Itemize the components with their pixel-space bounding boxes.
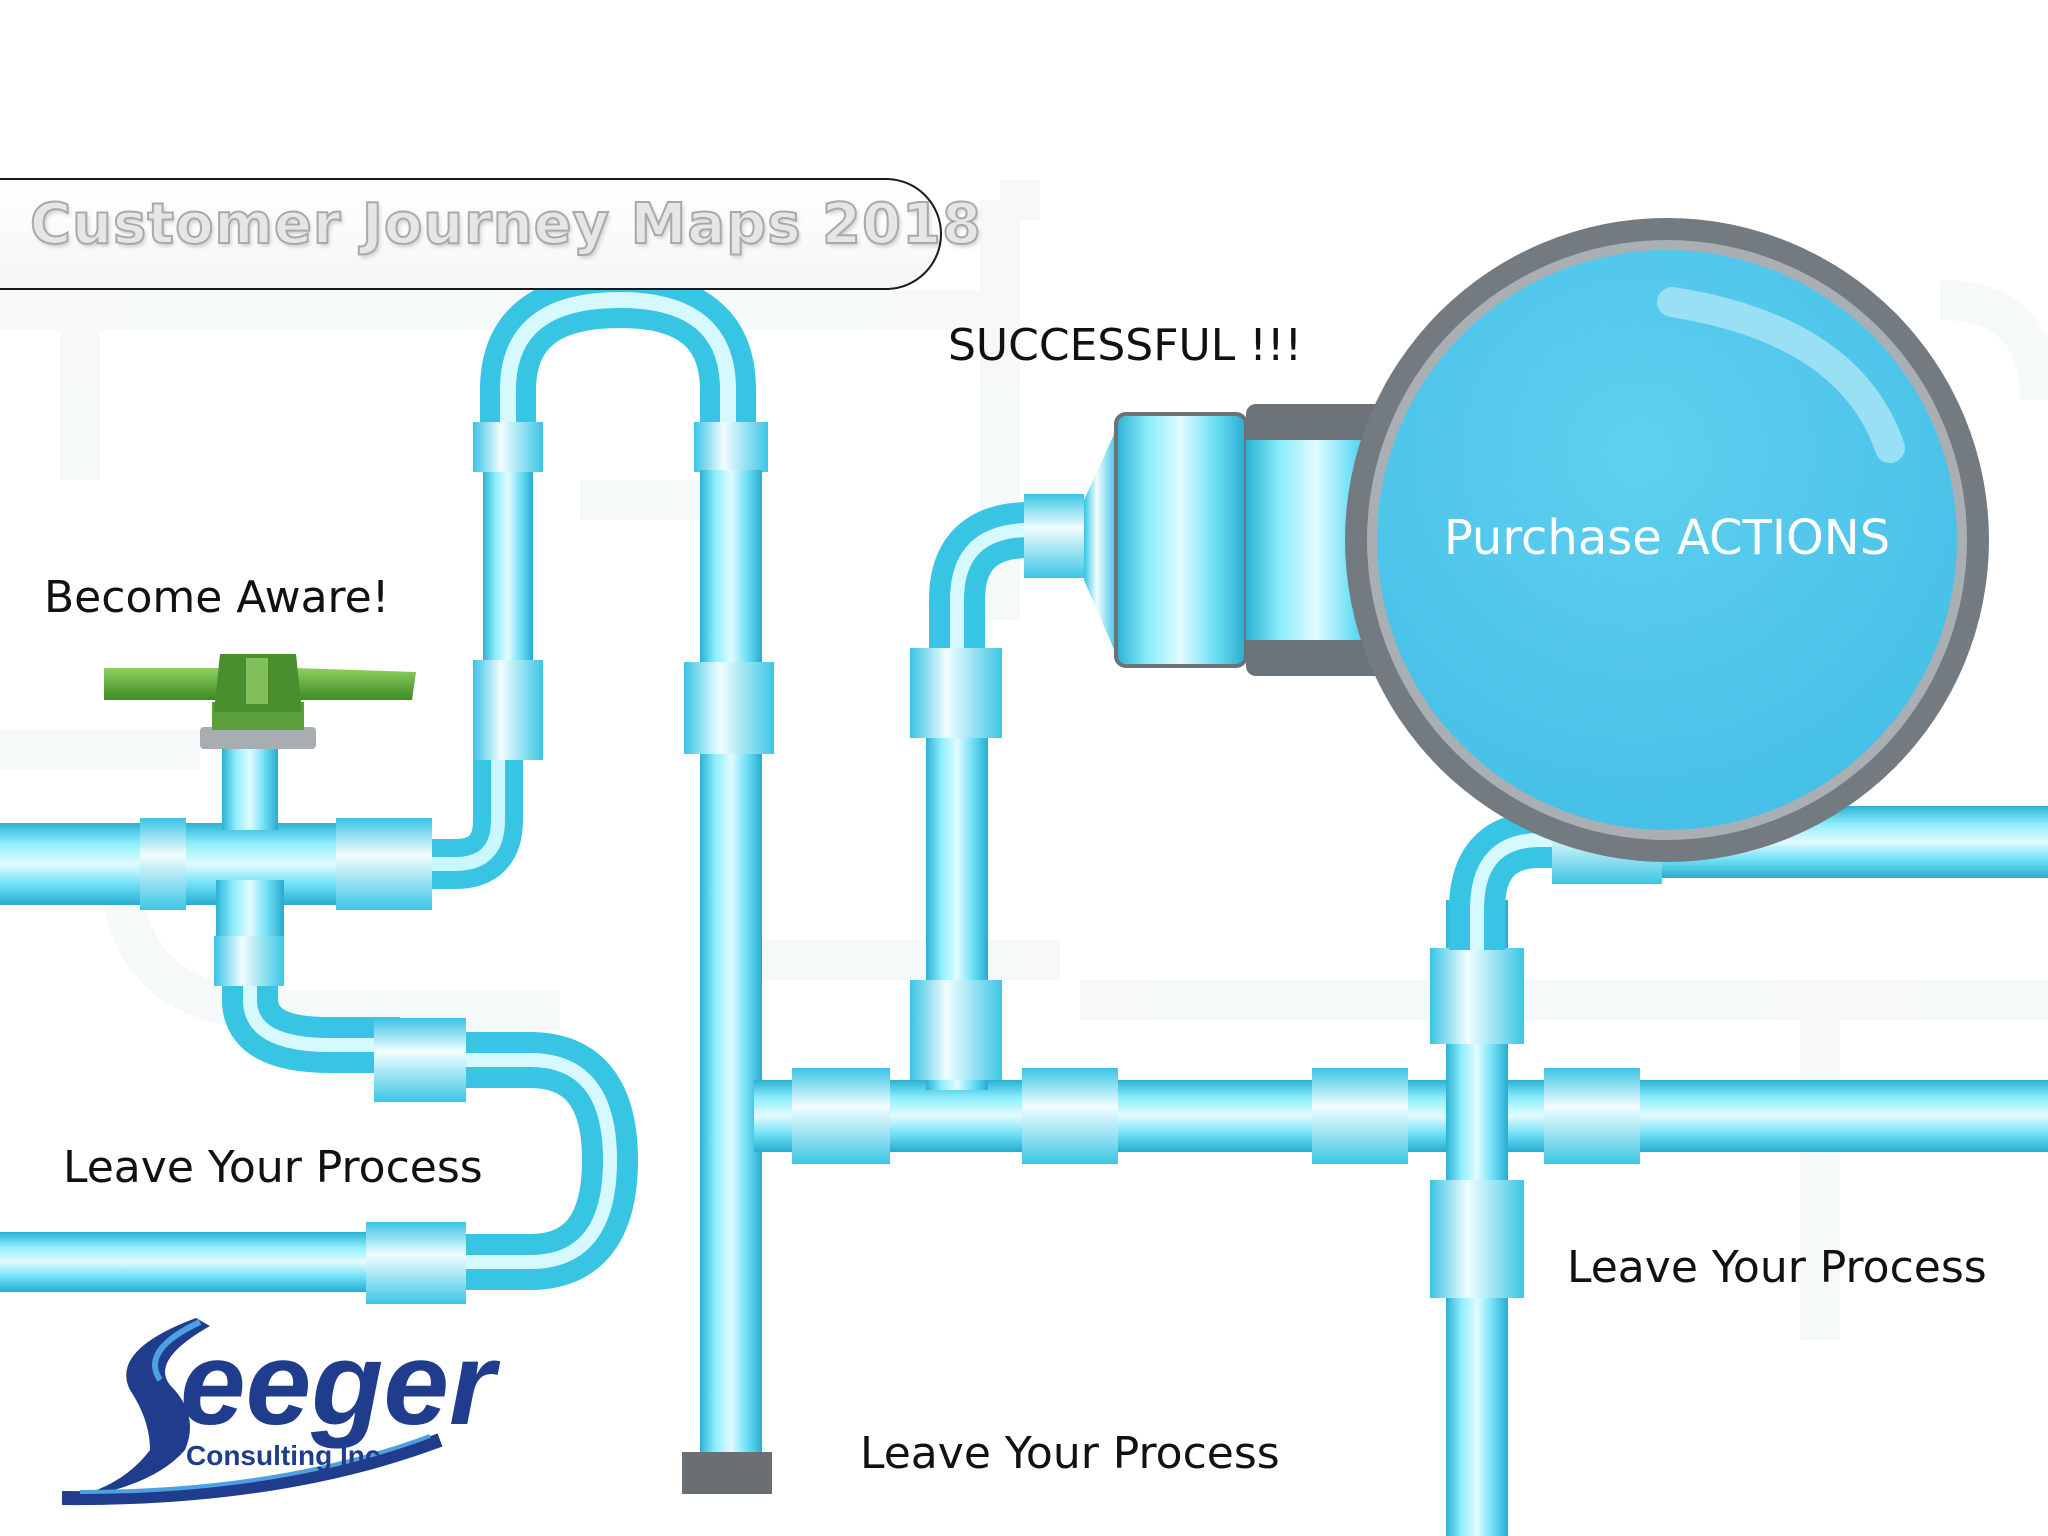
pipe-coupling xyxy=(1430,948,1524,998)
pipe-coupling xyxy=(418,1222,466,1304)
logo-subtitle: Consulting Inc. xyxy=(186,1440,389,1471)
pipe-segment xyxy=(0,823,140,905)
pipe-coupling xyxy=(684,712,774,754)
label-successful: SUCCESSFUL !!! xyxy=(948,320,1303,371)
pipe-coupling xyxy=(910,1028,1002,1080)
pipe-elbow-highlight xyxy=(243,986,400,1052)
valve-handle-left xyxy=(104,668,220,700)
pipe-coupling xyxy=(684,662,774,712)
pipe-coupling xyxy=(374,1018,466,1102)
meter-flange xyxy=(1114,412,1248,668)
label-leave-process-right: Leave Your Process xyxy=(1567,1242,1987,1293)
logo-wordmark: eeger xyxy=(180,1318,501,1450)
pipe-segment xyxy=(700,470,762,1460)
meter-face xyxy=(1377,250,1957,830)
pipe-segment xyxy=(0,1232,370,1292)
pipe-coupling xyxy=(1430,998,1524,1044)
pipe-coupling xyxy=(473,422,543,472)
meter-inlet xyxy=(1084,430,1116,654)
pipe-coupling xyxy=(910,648,1002,698)
label-become-aware: Become Aware! xyxy=(44,572,390,623)
pipe-coupling xyxy=(910,980,1002,1028)
label-leave-process-left: Leave Your Process xyxy=(63,1142,483,1193)
valve-knob-highlight xyxy=(246,658,268,704)
meter-label: Purchase ACTIONS xyxy=(1443,510,1891,566)
seeger-logo-graphic: eeger xyxy=(60,1318,501,1506)
pipe-coupling xyxy=(1592,1068,1640,1164)
pipe-coupling xyxy=(473,660,543,760)
pipe-coupling xyxy=(384,818,432,910)
pipe-coupling xyxy=(1312,1068,1360,1164)
pipe-coupling xyxy=(214,936,284,986)
pipe-coupling xyxy=(792,1068,844,1164)
page-title: Customer Journey Maps 2018 xyxy=(29,191,982,258)
meter-glare xyxy=(1657,287,1905,463)
valve-handle-right xyxy=(296,668,416,700)
pipe-u-bend-highlight xyxy=(500,291,736,422)
pipe-segment xyxy=(216,880,284,940)
pipe-coupling xyxy=(1072,1068,1118,1164)
pipe-u-bend-highlight xyxy=(466,1053,618,1269)
pipe-coupling xyxy=(1024,494,1084,578)
pipe-coupling xyxy=(1544,1068,1592,1164)
pipe-coupling xyxy=(910,698,1002,738)
pipe-coupling xyxy=(140,818,186,910)
pipe-coupling xyxy=(1430,1228,1524,1298)
pipe-coupling xyxy=(1360,1068,1408,1164)
pipe-elbow-highlight xyxy=(1470,833,1580,950)
pipe-coupling xyxy=(844,1068,890,1164)
pipe-coupling xyxy=(1430,1180,1524,1228)
valve-bonnet xyxy=(200,727,316,749)
pipe-coupling xyxy=(1022,1068,1072,1164)
title-banner: Customer Journey Maps 2018 xyxy=(0,178,982,290)
pipe-elbow-highlight xyxy=(432,720,505,871)
pipe-coupling xyxy=(336,818,384,910)
pipe-coupling xyxy=(366,1222,418,1304)
pipe-coupling xyxy=(694,422,768,472)
label-leave-process-bottom: Leave Your Process xyxy=(860,1428,1280,1479)
pipe-end-cap xyxy=(682,1452,772,1494)
pipe-elbow-highlight xyxy=(950,523,1060,648)
valve-stem xyxy=(222,740,278,830)
